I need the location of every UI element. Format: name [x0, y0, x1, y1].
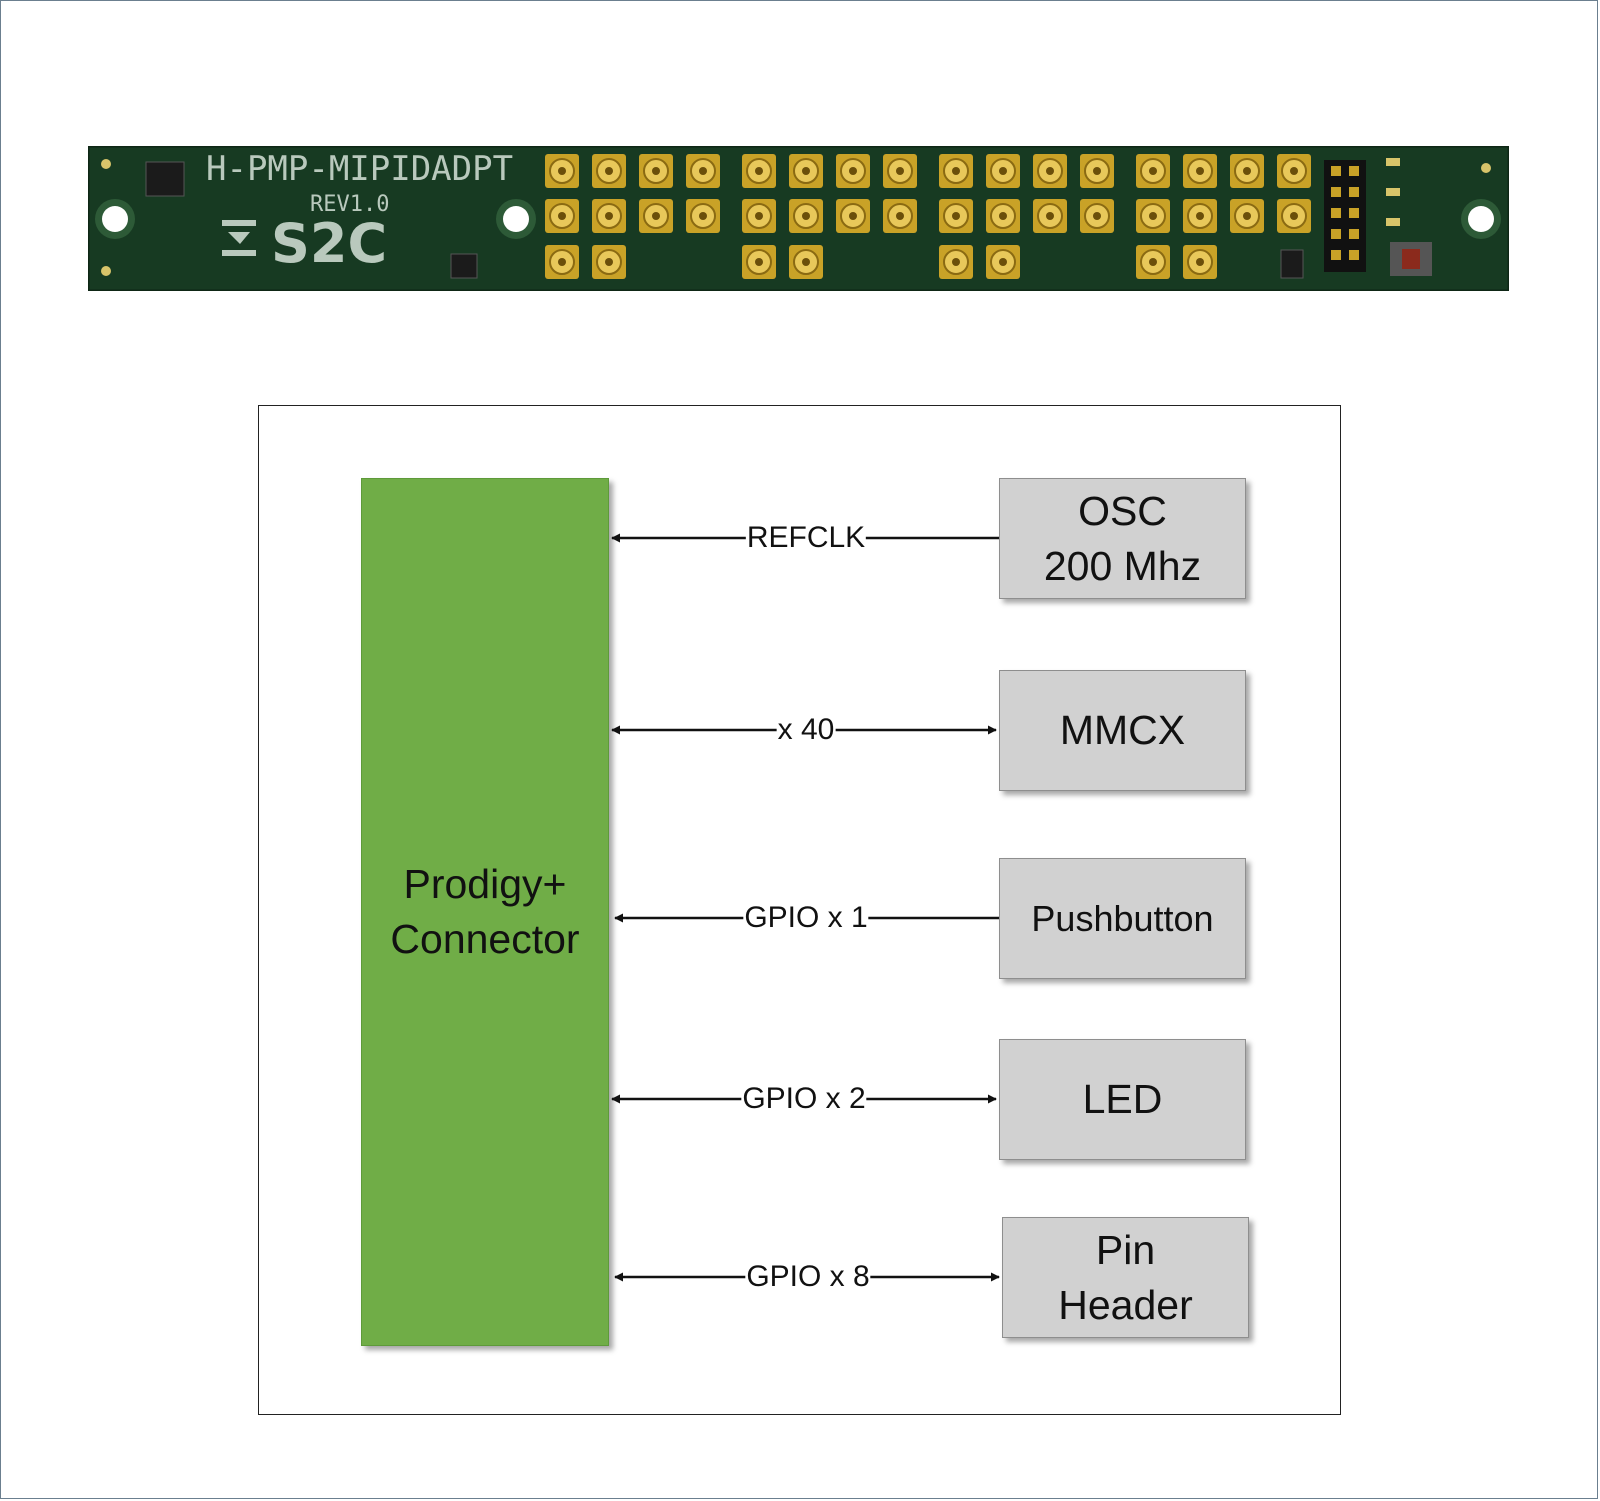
mmcx-connector	[883, 199, 917, 233]
brand-logo-icon	[222, 220, 256, 256]
header-pin	[1349, 166, 1359, 176]
header-pin	[1331, 229, 1341, 239]
mmcx-connector	[789, 199, 823, 233]
pcb-board-image: H-PMP-MIPIDADPT REV1.0 S2C	[88, 146, 1509, 291]
mmcx-connector	[1080, 154, 1114, 188]
board-revision-silkscreen: REV1.0	[310, 192, 389, 217]
mmcx-connector	[1136, 245, 1170, 279]
osc-label: OSC 200 Mhz	[1043, 487, 1202, 589]
mmcx-connector	[545, 199, 579, 233]
pushbutton-label: Pushbutton	[1031, 898, 1214, 939]
pin-header-component	[1324, 160, 1366, 272]
header-pin	[1331, 166, 1341, 176]
ic-chip	[145, 161, 185, 197]
mmcx-connector	[1183, 199, 1217, 233]
header-pin	[1331, 187, 1341, 197]
led-component	[1386, 158, 1400, 166]
mmcx-connector	[1230, 199, 1264, 233]
led-component	[1386, 218, 1400, 226]
pin-header-label: Pin Header	[1058, 1226, 1193, 1328]
pushbutton-cap	[1402, 249, 1420, 269]
pin-header-link-label: GPIO x 8	[745, 1260, 871, 1294]
mmcx-connector	[883, 154, 917, 188]
ic-chip	[1280, 249, 1304, 279]
mmcx-connector	[686, 199, 720, 233]
header-pin	[1349, 229, 1359, 239]
led-component	[1386, 188, 1400, 196]
mounting-hole-right	[1461, 199, 1501, 239]
mmcx-connector	[592, 245, 626, 279]
mmcx-connector	[1277, 154, 1311, 188]
prodigy-connector-label: Prodigy+ Connector	[390, 861, 580, 962]
mmcx-connector	[986, 199, 1020, 233]
osc-block: OSC 200 Mhz	[999, 478, 1246, 599]
mmcx-connector	[789, 245, 823, 279]
mmcx-connector	[836, 199, 870, 233]
mmcx-connector	[592, 154, 626, 188]
header-pin	[1349, 187, 1359, 197]
mmcx-connector	[545, 154, 579, 188]
mmcx-connector	[1183, 154, 1217, 188]
mmcx-block: MMCX	[999, 670, 1246, 791]
mmcx-connector	[836, 154, 870, 188]
led-block: LED	[999, 1039, 1246, 1160]
pushbutton-link-label: GPIO x 1	[743, 901, 869, 935]
mmcx-link-label: x 40	[776, 713, 836, 747]
mmcx-connector	[742, 199, 776, 233]
pin-header-pins	[1331, 166, 1359, 260]
header-pin	[1331, 250, 1341, 260]
header-pin	[1349, 208, 1359, 218]
mmcx-connector	[639, 154, 673, 188]
prodigy-connector-block: Prodigy+ Connector	[361, 478, 609, 1346]
mmcx-connector	[789, 154, 823, 188]
led-link-label: GPIO x 2	[741, 1082, 867, 1116]
fiducial	[101, 159, 111, 169]
mmcx-connector	[1033, 199, 1067, 233]
mmcx-connector	[686, 154, 720, 188]
pushbutton-block: Pushbutton	[999, 858, 1246, 979]
mmcx-connector	[1277, 199, 1311, 233]
mmcx-connector	[939, 154, 973, 188]
mmcx-connector	[742, 245, 776, 279]
mmcx-connector	[1136, 154, 1170, 188]
mmcx-connector	[939, 245, 973, 279]
mmcx-label: MMCX	[1059, 707, 1186, 753]
pin-header-block: Pin Header	[1002, 1217, 1249, 1338]
header-pin	[1331, 208, 1341, 218]
brand-logo-text: S2C	[271, 212, 387, 275]
mmcx-connector	[986, 245, 1020, 279]
board-name-silkscreen: H-PMP-MIPIDADPT	[206, 149, 513, 189]
refclk-link-label: REFCLK	[745, 521, 867, 555]
ic-chip	[450, 253, 478, 279]
header-pin	[1349, 250, 1359, 260]
mmcx-connector	[986, 154, 1020, 188]
mmcx-connector	[1183, 245, 1217, 279]
led-label: LED	[1082, 1076, 1163, 1122]
mmcx-connector	[1080, 199, 1114, 233]
mmcx-connector	[742, 154, 776, 188]
mmcx-connector	[1136, 199, 1170, 233]
mounting-hole-left	[95, 199, 135, 239]
mmcx-connector	[939, 199, 973, 233]
fiducial	[101, 266, 111, 276]
mmcx-connector	[592, 199, 626, 233]
fiducial	[1481, 163, 1491, 173]
mmcx-connector	[1230, 154, 1264, 188]
mmcx-connector	[1033, 154, 1067, 188]
mmcx-connector	[545, 245, 579, 279]
pcb-board-drawing: H-PMP-MIPIDADPT REV1.0 S2C	[88, 146, 1509, 291]
mmcx-connectors	[545, 154, 1311, 279]
mounting-hole-middle	[496, 199, 536, 239]
mmcx-connector	[639, 199, 673, 233]
block-diagram: Prodigy+ Connector OSC 200 Mhz MMCX Push…	[258, 405, 1341, 1415]
